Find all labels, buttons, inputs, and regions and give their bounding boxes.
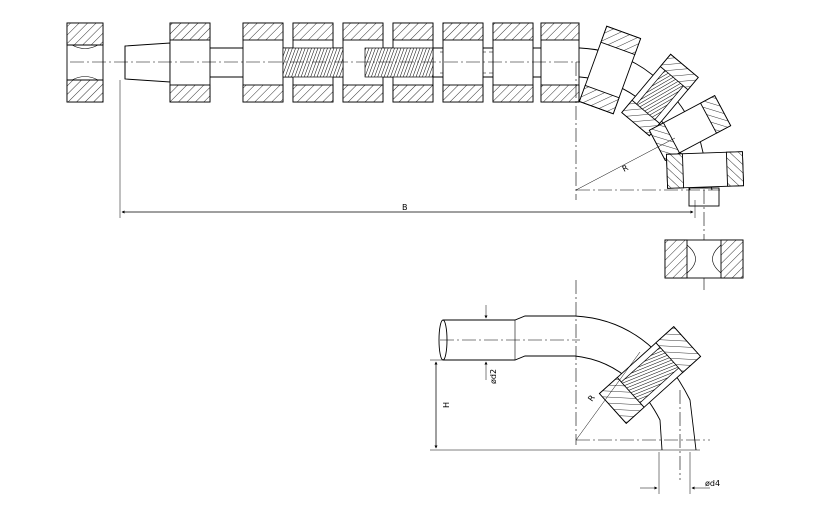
radius-label-bottom: R <box>586 393 597 403</box>
dimension-d4-label: ød4 <box>705 479 720 488</box>
tube-bend-top <box>578 25 745 207</box>
dimension-b-label: B <box>402 203 408 212</box>
dimension-d2: ød2 <box>484 305 498 384</box>
dimension-d2-label: ød2 <box>489 369 498 384</box>
bend-nut-4 <box>665 151 745 189</box>
dimension-h-label: H <box>442 402 451 408</box>
bend-nut-2 <box>621 53 699 137</box>
radius-leader-top <box>575 137 676 191</box>
bend-nut-3 <box>648 95 732 161</box>
bottom-bend-view: R H ød2 ød4 <box>430 280 720 494</box>
dimension-h: H <box>430 359 700 451</box>
nut-6 <box>442 22 484 103</box>
top-assembly-view: R B <box>66 22 745 290</box>
nut-series <box>169 22 580 103</box>
loose-nut-right <box>664 239 744 279</box>
nut-2 <box>242 22 284 103</box>
loose-nut-left <box>66 22 104 103</box>
threaded-sections <box>282 47 434 78</box>
radius-leader-bottom <box>575 351 641 441</box>
dimension-d4: ød4 <box>640 452 720 494</box>
bend-nut-1 <box>578 25 642 115</box>
nut-8 <box>540 22 580 103</box>
bottom-bend-nut <box>598 326 702 424</box>
nut-7 <box>492 22 534 103</box>
nut-1 <box>169 22 211 103</box>
radius-label-top: R <box>621 163 631 174</box>
nut-3 <box>292 22 334 103</box>
dimension-b: B <box>119 80 696 218</box>
